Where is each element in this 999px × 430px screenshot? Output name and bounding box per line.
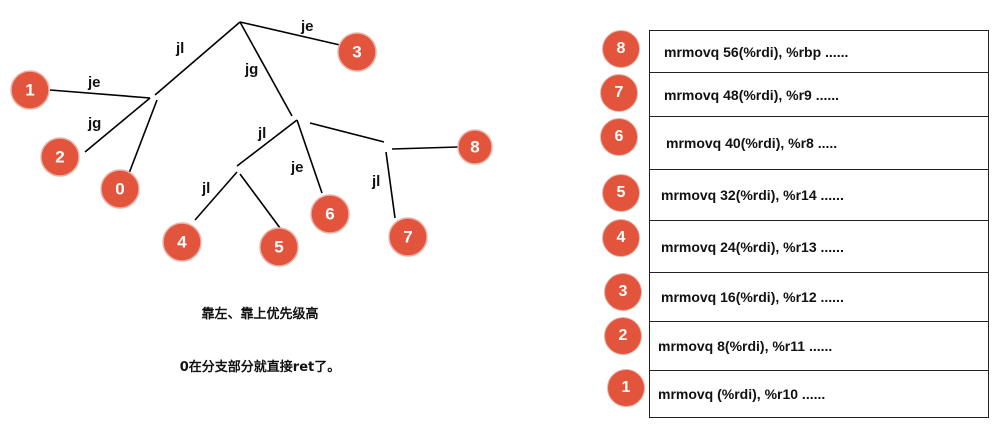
edge-label-jg-a: jg <box>87 115 101 132</box>
table-row: mrmovq 8(%rdi), %r11 ...... <box>650 322 988 371</box>
row-instruction: mrmovq 8(%rdi), %r11 ...... <box>658 338 833 354</box>
edge-root-b <box>239 21 293 117</box>
row-instruction: mrmovq 32(%rdi), %r14 ...... <box>661 187 844 203</box>
edge-b-d <box>309 122 385 143</box>
table-row: mrmovq 16(%rdi), %r12 ...... <box>650 273 988 322</box>
edge-root-3 <box>239 21 341 46</box>
caption-zero-case: 0在分支部分就直接ret了。 <box>179 360 341 375</box>
tree-node-0: 0 <box>100 169 140 209</box>
tree-node-7-label: 7 <box>403 228 412 247</box>
tree-node-0-label: 0 <box>115 180 124 199</box>
tree-node-3-label: 3 <box>352 43 361 62</box>
row-badge-7: 7 <box>600 74 638 112</box>
edge-label-jl-b: jl <box>257 125 266 142</box>
decision-tree: jl je jg je jg jl je jl jl 1 2 0 3 4 5 6… <box>10 18 493 267</box>
tree-node-5-label: 5 <box>274 238 283 257</box>
edge-a-0 <box>127 99 158 177</box>
edge-label-jl-c: jl <box>201 180 210 197</box>
row-instruction: mrmovq 24(%rdi), %r13 ...... <box>661 238 844 255</box>
tree-node-5: 5 <box>259 227 299 267</box>
table-row: mrmovq 48(%rdi), %r9 ...... <box>650 73 988 117</box>
row-instruction: mrmovq 56(%rdi), %rbp ...... <box>664 43 849 60</box>
row-instruction: mrmovq 40(%rdi), %r8 ..... <box>666 135 838 151</box>
tree-node-4-label: 4 <box>177 233 187 252</box>
edge-b-6 <box>296 119 323 194</box>
edge-label-jl-root: jl <box>175 40 184 57</box>
edge-a-2 <box>84 97 151 153</box>
tree-node-2: 2 <box>40 137 80 177</box>
row-badge-4: 4 <box>602 219 640 257</box>
row-instruction: mrmovq (%rdi), %r10 ...... <box>658 386 826 402</box>
edge-c-5 <box>239 173 281 229</box>
row-badge-2: 2 <box>604 317 642 355</box>
tree-node-2-label: 2 <box>55 148 64 167</box>
tree-node-6: 6 <box>310 194 350 234</box>
edge-c-4 <box>194 171 238 221</box>
table-row: mrmovq 56(%rdi), %rbp ...... <box>650 31 988 73</box>
edge-b-c <box>236 119 298 167</box>
tree-node-8: 8 <box>457 129 493 165</box>
tree-node-8-label: 8 <box>470 138 479 157</box>
row-badge-1: 1 <box>607 369 645 407</box>
edge-a-1 <box>49 89 151 99</box>
row-instruction: mrmovq 16(%rdi), %r12 ...... <box>661 289 844 305</box>
table-row: mrmovq 24(%rdi), %r13 ...... <box>650 221 988 273</box>
row-badge-6: 6 <box>600 118 638 156</box>
edge-label-je-root: je <box>300 18 314 35</box>
tree-node-3: 3 <box>337 32 377 72</box>
tree-node-1-label: 1 <box>25 81 34 100</box>
table-row: mrmovq 40(%rdi), %r8 ..... <box>650 117 988 170</box>
tree-node-6-label: 6 <box>325 205 334 224</box>
row-instruction: mrmovq 48(%rdi), %r9 ...... <box>664 86 840 103</box>
tree-node-1: 1 <box>10 70 50 110</box>
tree-node-4: 4 <box>162 222 202 262</box>
edge-root-a <box>154 21 241 96</box>
edge-label-je-a: je <box>87 74 101 91</box>
tree-node-7: 7 <box>388 217 428 257</box>
edge-label-je-b: je <box>290 159 304 176</box>
caption-priority: 靠左、靠上优先级高 <box>201 307 319 322</box>
register-load-table: mrmovq 56(%rdi), %rbp ...... mrmovq 48(%… <box>649 30 989 418</box>
row-badge-3: 3 <box>604 273 642 311</box>
row-badge-5: 5 <box>602 174 640 212</box>
table-row: mrmovq (%rdi), %r10 ...... <box>650 371 988 417</box>
table-row: mrmovq 32(%rdi), %r14 ...... <box>650 170 988 221</box>
edge-d-8 <box>391 146 459 150</box>
row-badge-8: 8 <box>602 30 640 68</box>
edge-label-jl-d: jl <box>371 173 380 190</box>
edge-d-7 <box>385 151 396 219</box>
edge-label-jg-root: jg <box>244 61 258 78</box>
